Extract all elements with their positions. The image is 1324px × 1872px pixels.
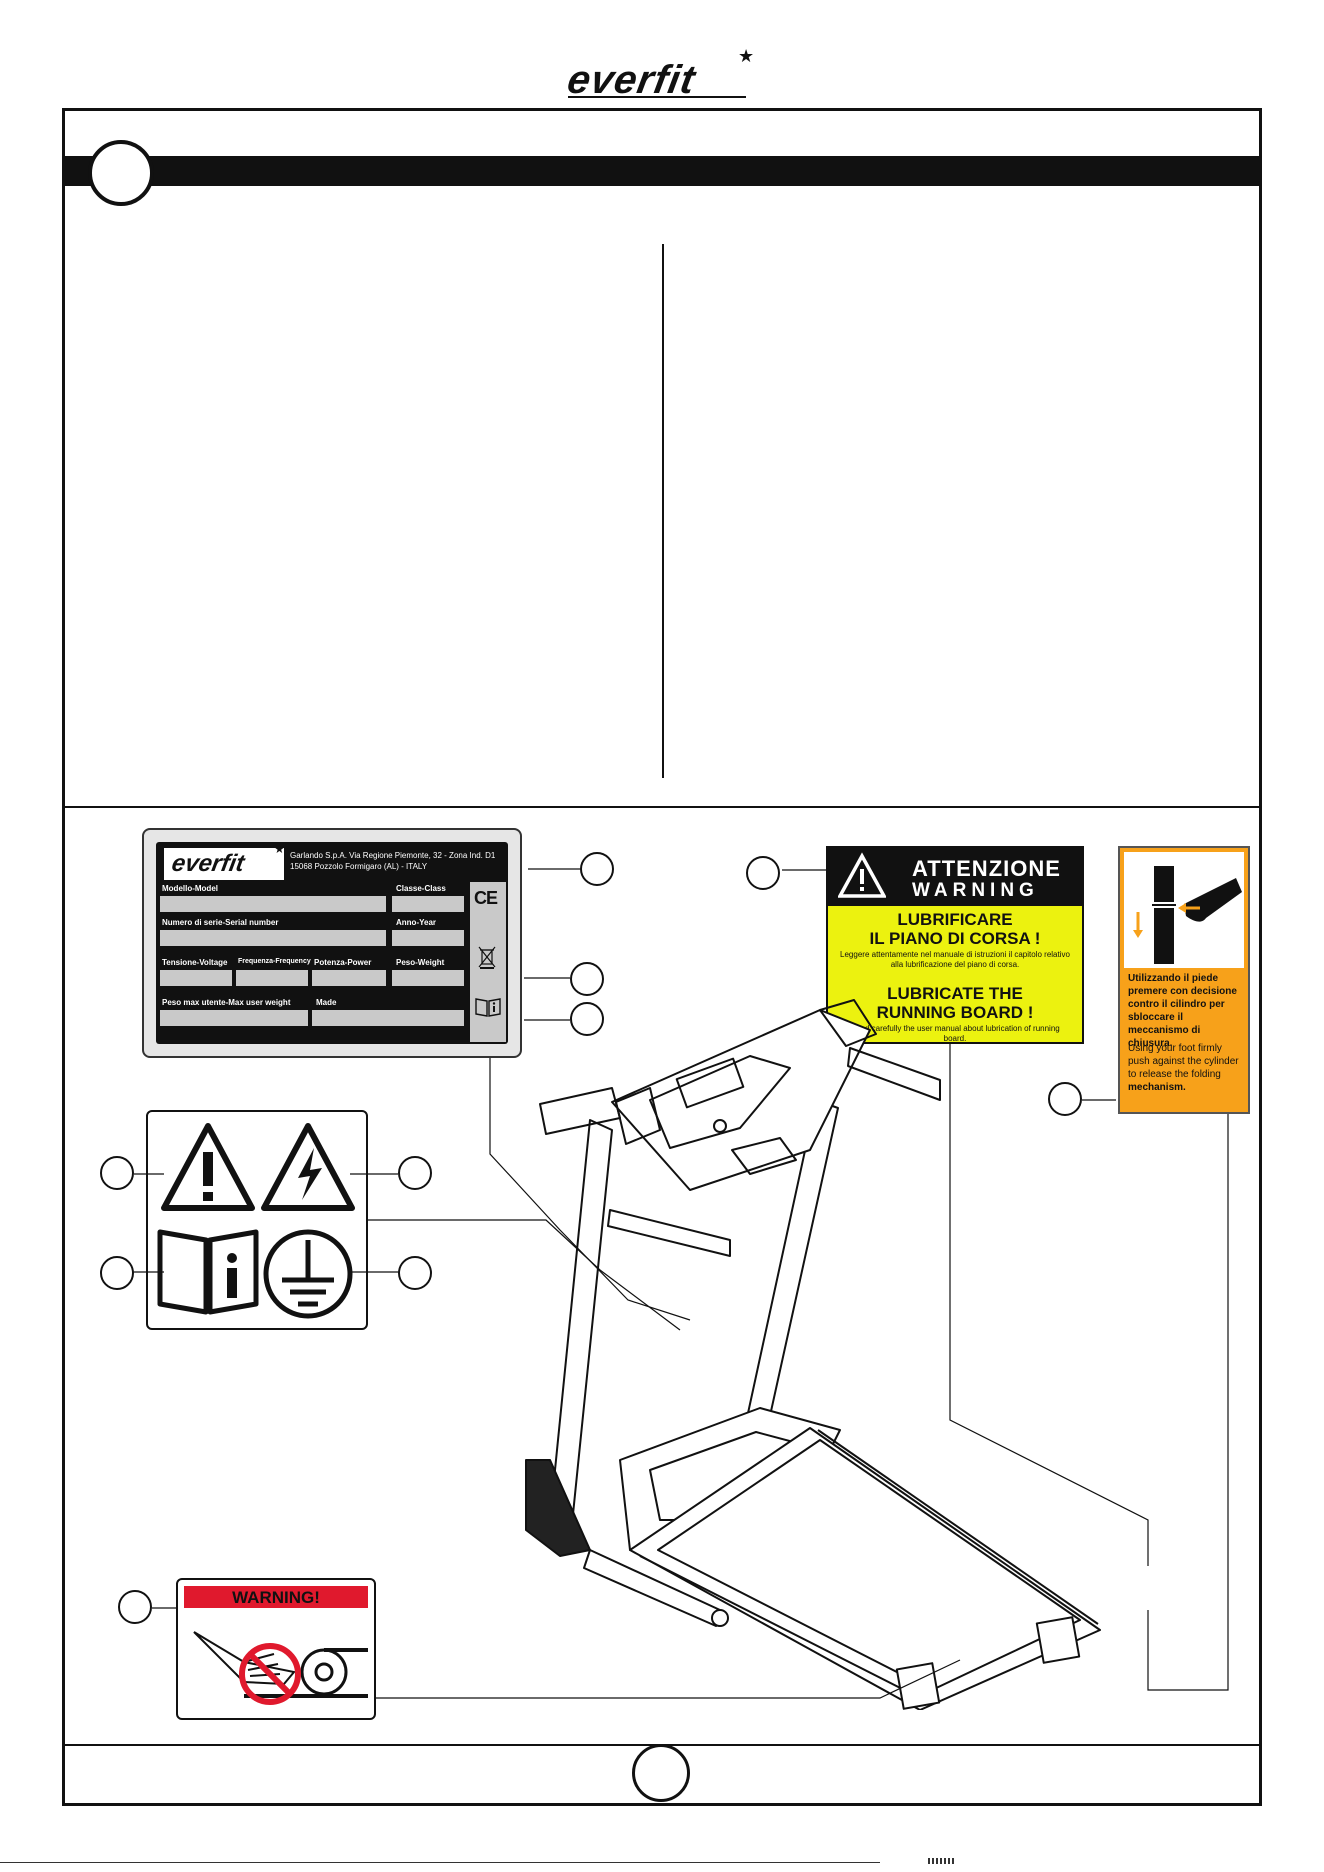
field-model-box: [160, 896, 386, 912]
read-manual-icon: [157, 1229, 259, 1315]
read-manual-small-icon: [475, 998, 501, 1017]
plate-logo: everfit ★: [164, 842, 285, 880]
warning-title-it: ATTENZIONE: [912, 856, 1061, 881]
field-weight-box: [392, 970, 464, 986]
field-class-box: [392, 896, 464, 912]
brand-star: ★: [738, 46, 755, 66]
field-serial-box: [160, 930, 386, 946]
footer-mark: [928, 1858, 956, 1864]
callout-ground: [398, 1256, 432, 1290]
field-year-label: Anno-Year: [396, 918, 437, 927]
brand-logo: everfit ★: [560, 46, 770, 104]
field-serial-label: Numero di serie-Serial number: [162, 918, 279, 927]
foot-push-icon: [1133, 866, 1242, 964]
callout-general-warning: [100, 1156, 134, 1190]
safety-symbols-drawing: [157, 1123, 355, 1319]
field-max-user-weight-box: [160, 1010, 308, 1026]
callout-lubrication-warning: [746, 856, 780, 890]
field-frequency-label: Frequenza-Frequency: [238, 958, 311, 965]
callout-folding: [1048, 1082, 1082, 1116]
lubricate-heading-it-2: IL PIANO DI CORSA !: [869, 929, 1041, 948]
field-class-label: Classe-Class: [396, 884, 446, 893]
callout-rating-plate: [580, 852, 614, 886]
field-model-label: Modello-Model: [162, 884, 218, 893]
field-power-label: Potenza-Power: [314, 958, 372, 967]
brand-underline: [568, 96, 746, 98]
field-voltage-box: [160, 970, 232, 986]
lubrication-warning-label: ATTENZIONE WARNING LUBRIFICARE IL PIANO …: [826, 846, 1084, 1044]
rating-plate: everfit ★ Garlando S.p.A. Via Regione Pi…: [142, 828, 522, 1058]
plate-fields: Modello-Model Classe-Class Numero di ser…: [156, 882, 508, 1042]
folding-text-it: Utilizzando il piede premere con decisio…: [1128, 973, 1237, 1049]
lubricate-body-en: Read carefully the user manual about lub…: [850, 1024, 1060, 1043]
field-made-label: Made: [316, 998, 337, 1007]
pinch-warning-title: WARNING!: [232, 1588, 320, 1607]
safety-symbols-panel: [146, 1110, 368, 1330]
plate-address-line2: 15068 Pozzolo Formigaro (AL) - ITALY: [290, 862, 428, 871]
page-number-circle: [632, 1744, 690, 1802]
field-frequency-box: [236, 970, 308, 986]
folding-diagram: [1124, 852, 1244, 968]
ce-mark-icon: CE: [474, 888, 498, 908]
pinch-warning-header: WARNING!: [184, 1586, 368, 1608]
weee-bin-icon: [478, 946, 496, 969]
electric-hazard-icon: [261, 1123, 355, 1211]
callout-manual: [100, 1256, 134, 1290]
field-made-box: [312, 1010, 464, 1026]
field-max-user-weight-label: Peso max utente-Max user weight: [162, 998, 291, 1007]
section-header-bar: [62, 156, 1262, 186]
rating-plate-body: everfit ★ Garlando S.p.A. Via Regione Pi…: [156, 842, 508, 1044]
field-power-box: [312, 970, 386, 986]
section-number-circle: [88, 140, 154, 206]
lubricate-body-it: Leggere attentamente nel manuale di istr…: [840, 950, 1070, 969]
plate-address-line1: Garlando S.p.A. Via Regione Piemonte, 32…: [290, 851, 496, 860]
footer-line: [0, 1862, 880, 1863]
callout-electric-hazard: [398, 1156, 432, 1190]
warning-triangle-icon: [838, 852, 886, 898]
warning-triangle-icon: [161, 1123, 255, 1211]
folding-text-en: Using your foot firmly push against the …: [1128, 1042, 1246, 1094]
field-year-box: [392, 930, 464, 946]
pinch-warning-sticker: WARNING!: [176, 1578, 376, 1720]
plate-logo-text: everfit: [169, 850, 247, 877]
column-divider: [662, 244, 664, 778]
plate-address: Garlando S.p.A. Via Regione Piemonte, 32…: [290, 850, 504, 872]
callout-pinch-warning: [118, 1590, 152, 1624]
warning-label-header: ATTENZIONE WARNING: [828, 848, 1082, 906]
lubricate-heading-en-2: RUNNING BOARD !: [876, 1003, 1034, 1022]
no-hands-icon: [184, 1612, 368, 1712]
field-weight-label: Peso-Weight: [396, 958, 445, 967]
callout-read-manual: [570, 1002, 604, 1036]
illustration-top-rule: [62, 806, 1262, 808]
warning-title-en: WARNING: [912, 880, 1039, 901]
folding-text-en-bold: mechanism.: [1128, 1082, 1186, 1093]
ground-icon: [263, 1229, 353, 1319]
lubricate-heading-en-1: LUBRICATE THE: [887, 984, 1023, 1003]
field-voltage-label: Tensione-Voltage: [162, 958, 228, 967]
lubricate-heading-it-1: LUBRIFICARE: [897, 910, 1013, 929]
folding-text-en-main: Using your foot firmly push against the …: [1128, 1043, 1239, 1080]
page-frame: [62, 108, 1262, 1806]
plate-logo-star: ★: [274, 842, 285, 856]
plate-icon-column: CE: [470, 882, 506, 1042]
callout-weee: [570, 962, 604, 996]
warning-label-body: LUBRIFICARE IL PIANO DI CORSA ! Leggere …: [828, 910, 1082, 1043]
